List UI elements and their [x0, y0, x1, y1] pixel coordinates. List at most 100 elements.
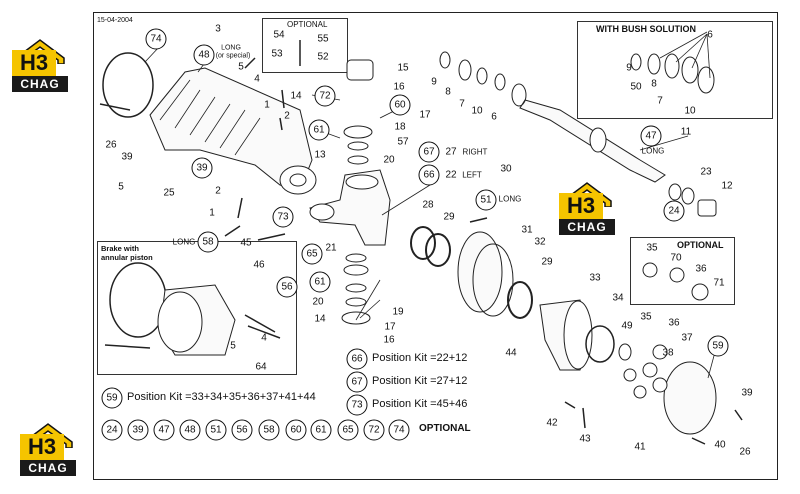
callout-34: 34 — [612, 293, 624, 304]
callout-24: 24 — [668, 206, 680, 217]
kit-73-text: Position Kit =45+46 — [372, 398, 468, 410]
callout-21: 21 — [325, 243, 337, 254]
callout-23: 23 — [700, 167, 712, 178]
callout-long47: LONG — [642, 147, 665, 156]
bush-label-10: 10 — [684, 106, 696, 117]
callout-59: 59 — [712, 341, 724, 352]
callout-42: 42 — [546, 418, 558, 429]
bush-label-6: 6 — [707, 30, 713, 41]
brand-logo-top: H3 CHAG — [8, 34, 72, 98]
right-optional-label-70: 70 — [670, 253, 682, 264]
callout-10: 10 — [471, 106, 483, 117]
callout-66: 66 — [423, 170, 435, 181]
optional-row-item: 74 — [393, 425, 405, 436]
callout-9: 9 — [431, 77, 437, 88]
ring-74-part — [102, 52, 154, 118]
callout-26: 26 — [105, 140, 117, 151]
callout-or-special: (or special) — [216, 53, 251, 60]
callout-12: 12 — [721, 181, 733, 192]
logo-mark: H3 — [20, 434, 64, 460]
callout-29b: 29 — [541, 257, 553, 268]
right-optional-label-35: 35 — [646, 243, 658, 254]
callout-17b: 17 — [384, 322, 396, 333]
optional-row-item: 48 — [184, 425, 196, 436]
callout-4b: 4 — [261, 333, 267, 344]
callout-1a: 1 — [264, 100, 270, 111]
optional-label-55: 55 — [317, 34, 329, 45]
right-optional-label-36: 36 — [695, 264, 707, 275]
optional-row-item: 39 — [132, 425, 144, 436]
callout-right: RIGHT — [463, 148, 488, 157]
optional-label-53: 53 — [271, 49, 283, 60]
callout-60: 60 — [394, 100, 406, 111]
optional-row-item: 61 — [315, 425, 327, 436]
optional-label-52: 52 — [317, 52, 329, 63]
callout-4a: 4 — [254, 74, 260, 85]
callout-33: 33 — [589, 273, 601, 284]
callout-73: 73 — [277, 212, 289, 223]
optional-row-item: 47 — [158, 425, 170, 436]
brake-box-title-line2: annular piston — [101, 253, 153, 262]
hub-31-part — [457, 231, 503, 313]
logo-text: CHAG — [20, 460, 76, 476]
callout-39a: 39 — [121, 152, 133, 163]
callout-46: 46 — [253, 260, 265, 271]
callout-32: 32 — [534, 237, 546, 248]
callout-20a: 20 — [383, 155, 395, 166]
housing-end-part — [279, 165, 317, 195]
callout-36: 36 — [668, 318, 680, 329]
callout-17: 17 — [419, 110, 431, 121]
callout-long-special: LONG — [221, 45, 241, 52]
callout-22: 22 — [445, 170, 457, 181]
callout-7: 7 — [459, 99, 465, 110]
callout-26b: 26 — [739, 447, 751, 458]
top-optional-box — [262, 18, 348, 73]
right-optional-title: OPTIONAL — [677, 240, 724, 250]
callout-5a: 5 — [238, 62, 244, 73]
callout-64: 64 — [255, 362, 267, 373]
kit-73-number: 73 — [351, 400, 363, 411]
kit-59-number: 59 — [106, 393, 118, 404]
optional-row-item: 72 — [368, 425, 380, 436]
bush-solution-box — [577, 21, 773, 119]
callout-74: 74 — [150, 34, 162, 45]
brake-box-title-line1: Brake with — [101, 244, 139, 253]
callout-2a: 2 — [284, 111, 290, 122]
bush-label-7: 7 — [657, 96, 663, 107]
callout-19: 19 — [392, 307, 404, 318]
kit-59-text: Position Kit =33+34+35+36+37+41+44 — [127, 391, 316, 403]
callout-8: 8 — [445, 87, 451, 98]
brake-ring-part — [109, 262, 167, 338]
callout-1b: 1 — [209, 208, 215, 219]
callout-16b: 16 — [383, 335, 395, 346]
top-optional-title: OPTIONAL — [287, 20, 328, 29]
kit-66-text: Position Kit =22+12 — [372, 352, 468, 364]
callout-20b: 20 — [312, 297, 324, 308]
callout-48: 48 — [198, 50, 210, 61]
callout-39b: 39 — [196, 163, 208, 174]
king-pin-cap-part — [346, 59, 374, 81]
optional-label-54: 54 — [273, 30, 285, 41]
callout-6: 6 — [491, 112, 497, 123]
logo-mark: H3 — [12, 50, 56, 76]
callout-15: 15 — [397, 63, 409, 74]
logo-text: CHAG — [12, 76, 68, 92]
callout-16: 16 — [393, 82, 405, 93]
planet-carrier-part — [663, 361, 717, 435]
logo-text: CHAG — [559, 219, 615, 235]
bush-label-50: 50 — [630, 82, 642, 93]
optional-row-item: 24 — [106, 425, 118, 436]
callout-37: 37 — [681, 333, 693, 344]
optional-row-item: 56 — [236, 425, 248, 436]
optional-row-item: 65 — [342, 425, 354, 436]
callout-5b: 5 — [118, 182, 124, 193]
callout-13: 13 — [314, 150, 326, 161]
callout-67: 67 — [423, 147, 435, 158]
callout-18: 18 — [394, 122, 406, 133]
callout-41: 41 — [634, 442, 646, 453]
bush-label-8: 8 — [651, 79, 657, 90]
callout-72: 72 — [319, 91, 331, 102]
callout-3: 3 — [215, 24, 221, 35]
callout-43: 43 — [579, 434, 591, 445]
